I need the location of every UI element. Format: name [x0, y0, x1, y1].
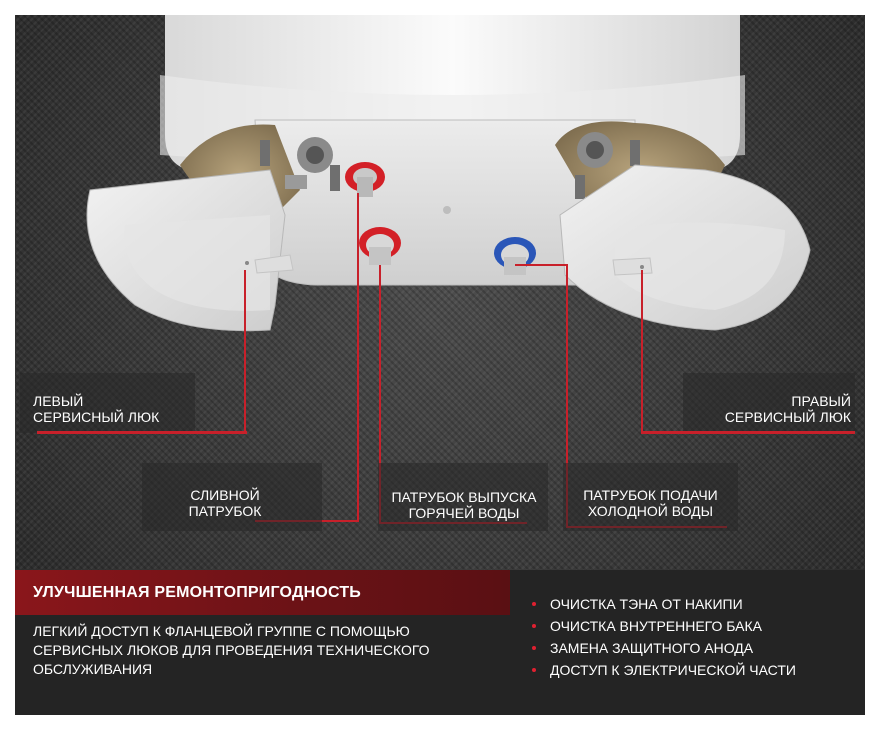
bullet-dot-icon [532, 624, 536, 628]
left-hatch-label: ЛЕВЫЙ СЕРВИСНЫЙ ЛЮК [33, 393, 160, 425]
feature-banner: УЛУЧШЕННАЯ РЕМОНТОПРИГОДНОСТЬ [15, 570, 510, 615]
bullet-dot-icon [532, 646, 536, 650]
bullet-dot-icon [532, 602, 536, 606]
list-item: ОЧИСТКА ТЭНА ОТ НАКИПИ [530, 593, 796, 615]
cold-inlet-box [563, 463, 738, 531]
water-heater-illustration [37, 15, 855, 528]
right-flange [575, 132, 640, 199]
list-item: ОЧИСТКА ВНУТРЕННЕГО БАКА [530, 615, 796, 637]
cold-water-pipe [494, 237, 536, 275]
bullet-dot-icon [532, 668, 536, 672]
feature-list: ОЧИСТКА ТЭНА ОТ НАКИПИ ОЧИСТКА ВНУТРЕННЕ… [530, 593, 796, 681]
drain-pipe [345, 162, 385, 197]
drain-pipe-label: СЛИВНОЙ ПАТРУБОК [188, 487, 262, 519]
cold-inlet-label: ПАТРУБОК ПОДАЧИ ХОЛОДНОЙ ВОДЫ [583, 487, 718, 519]
drain-pipe-box [142, 463, 322, 531]
right-hatch-box [683, 373, 855, 433]
list-item: ЗАМЕНА ЗАЩИТНОГО АНОДА [530, 637, 796, 659]
hot-outlet-label: ПАТРУБОК ВЫПУСКА ГОРЯЧЕЙ ВОДЫ [391, 489, 537, 521]
hot-water-pipe [359, 227, 401, 265]
product-infographic: ЛЕВЫЙ СЕРВИСНЫЙ ЛЮК ПРАВЫЙ СЕРВИСНЫЙ ЛЮК… [15, 15, 865, 715]
banner-title: УЛУЧШЕННАЯ РЕМОНТОПРИГОДНОСТЬ [33, 584, 362, 601]
hot-outlet-box [378, 463, 548, 531]
left-hatch-box [20, 373, 195, 433]
right-hatch-underline [642, 431, 855, 434]
left-flange [260, 137, 340, 191]
feature-description: ЛЕГКИЙ ДОСТУП К ФЛАНЦЕВОЙ ГРУППЕ С ПОМОЩ… [33, 623, 430, 677]
left-hatch-underline [37, 431, 247, 434]
list-item: ДОСТУП К ЭЛЕКТРИЧЕСКОЙ ЧАСТИ [530, 659, 796, 681]
right-hatch-label: ПРАВЫЙ СЕРВИСНЫЙ ЛЮК [724, 393, 851, 425]
